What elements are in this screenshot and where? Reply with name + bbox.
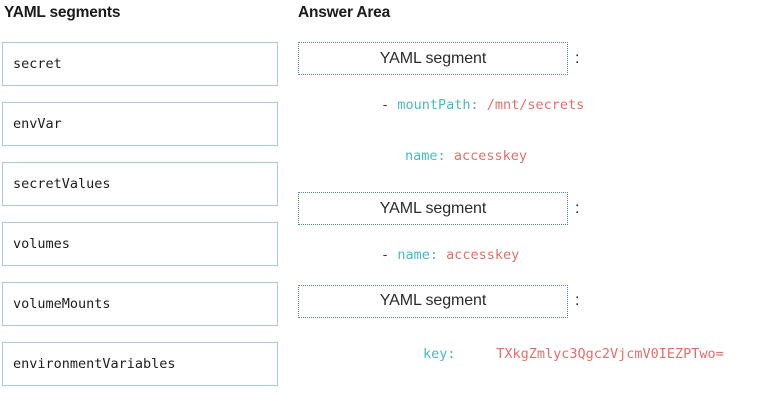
yaml-colon: : (429, 246, 438, 263)
segment-option-label: secretValues (13, 176, 111, 192)
yaml-value: /mnt/secrets (486, 96, 585, 113)
segment-option-label: environmentVariables (13, 356, 176, 372)
yaml-line: name: accesskey (298, 137, 776, 178)
yaml-key: name (397, 246, 430, 263)
segment-option-label: volumes (13, 236, 70, 252)
yaml-key: mountPath (397, 96, 471, 113)
yaml-key: key (423, 346, 448, 362)
drop-target-3[interactable]: YAML segment (298, 284, 568, 318)
page-title-answer-area: Answer Area (298, 4, 390, 21)
yaml-colon: : (447, 346, 456, 362)
yaml-value: TXkgZmlyc3Qgc2VjcmV0IEZPTwo= (496, 346, 724, 362)
segment-option-label: envVar (13, 116, 62, 132)
page-title-yaml-segments: YAML segments (4, 4, 121, 21)
drop-target-placeholder: YAML segment (379, 292, 487, 309)
yaml-value: accesskey (446, 246, 520, 263)
yaml-block-1: - mountPath: /mnt/secrets name: accesske… (298, 75, 776, 177)
yaml-block-3: key: TXkgZmlyc3Qgc2VjcmV0IEZPTwo= (298, 318, 776, 376)
segment-option-secretvalues[interactable]: secretValues (2, 162, 278, 206)
drop-row: YAML segment : (298, 42, 776, 75)
segment-option-volumes[interactable]: volumes (2, 222, 278, 266)
drop-row: YAML segment : (298, 192, 776, 225)
yaml-dash: - (381, 246, 390, 263)
answer-group-3: YAML segment : key: TXkgZmlyc3Qgc2VjcmV0… (298, 284, 776, 376)
drop-colon: : (575, 49, 580, 67)
yaml-segments-list: secret envVar secretValues volumes volum… (2, 42, 278, 402)
segment-option-label: volumeMounts (13, 296, 111, 312)
yaml-value: accesskey (453, 148, 527, 164)
segment-option-envvar[interactable]: envVar (2, 102, 278, 146)
yaml-line: - name: accesskey (298, 235, 776, 276)
answer-group-1: YAML segment : - mountPath: /mnt/secrets… (298, 42, 776, 177)
yaml-key: name (405, 148, 438, 164)
drop-target-1[interactable]: YAML segment (298, 42, 568, 75)
yaml-line: - mountPath: /mnt/secrets (298, 85, 776, 126)
segment-option-environmentvariables[interactable]: environmentVariables (2, 342, 278, 386)
drop-target-placeholder: YAML segment (379, 49, 487, 67)
segment-option-volumemounts[interactable]: volumeMounts (2, 282, 278, 326)
yaml-dash: - (381, 96, 390, 113)
yaml-colon: : (437, 148, 446, 164)
answer-group-2: YAML segment : - name: accesskey (298, 192, 776, 276)
drop-colon: : (575, 292, 580, 309)
drop-target-placeholder: YAML segment (379, 199, 487, 217)
yaml-line: key: TXkgZmlyc3Qgc2VjcmV0IEZPTwo= (298, 335, 776, 376)
drop-row: YAML segment : (298, 284, 776, 318)
drop-target-2[interactable]: YAML segment (298, 192, 568, 225)
drop-colon: : (575, 199, 580, 217)
yaml-block-2: - name: accesskey (298, 225, 776, 276)
segment-option-secret[interactable]: secret (2, 42, 278, 86)
yaml-colon: : (470, 96, 479, 113)
answer-area: YAML segment : - mountPath: /mnt/secrets… (298, 42, 776, 375)
segment-option-label: secret (13, 56, 62, 72)
